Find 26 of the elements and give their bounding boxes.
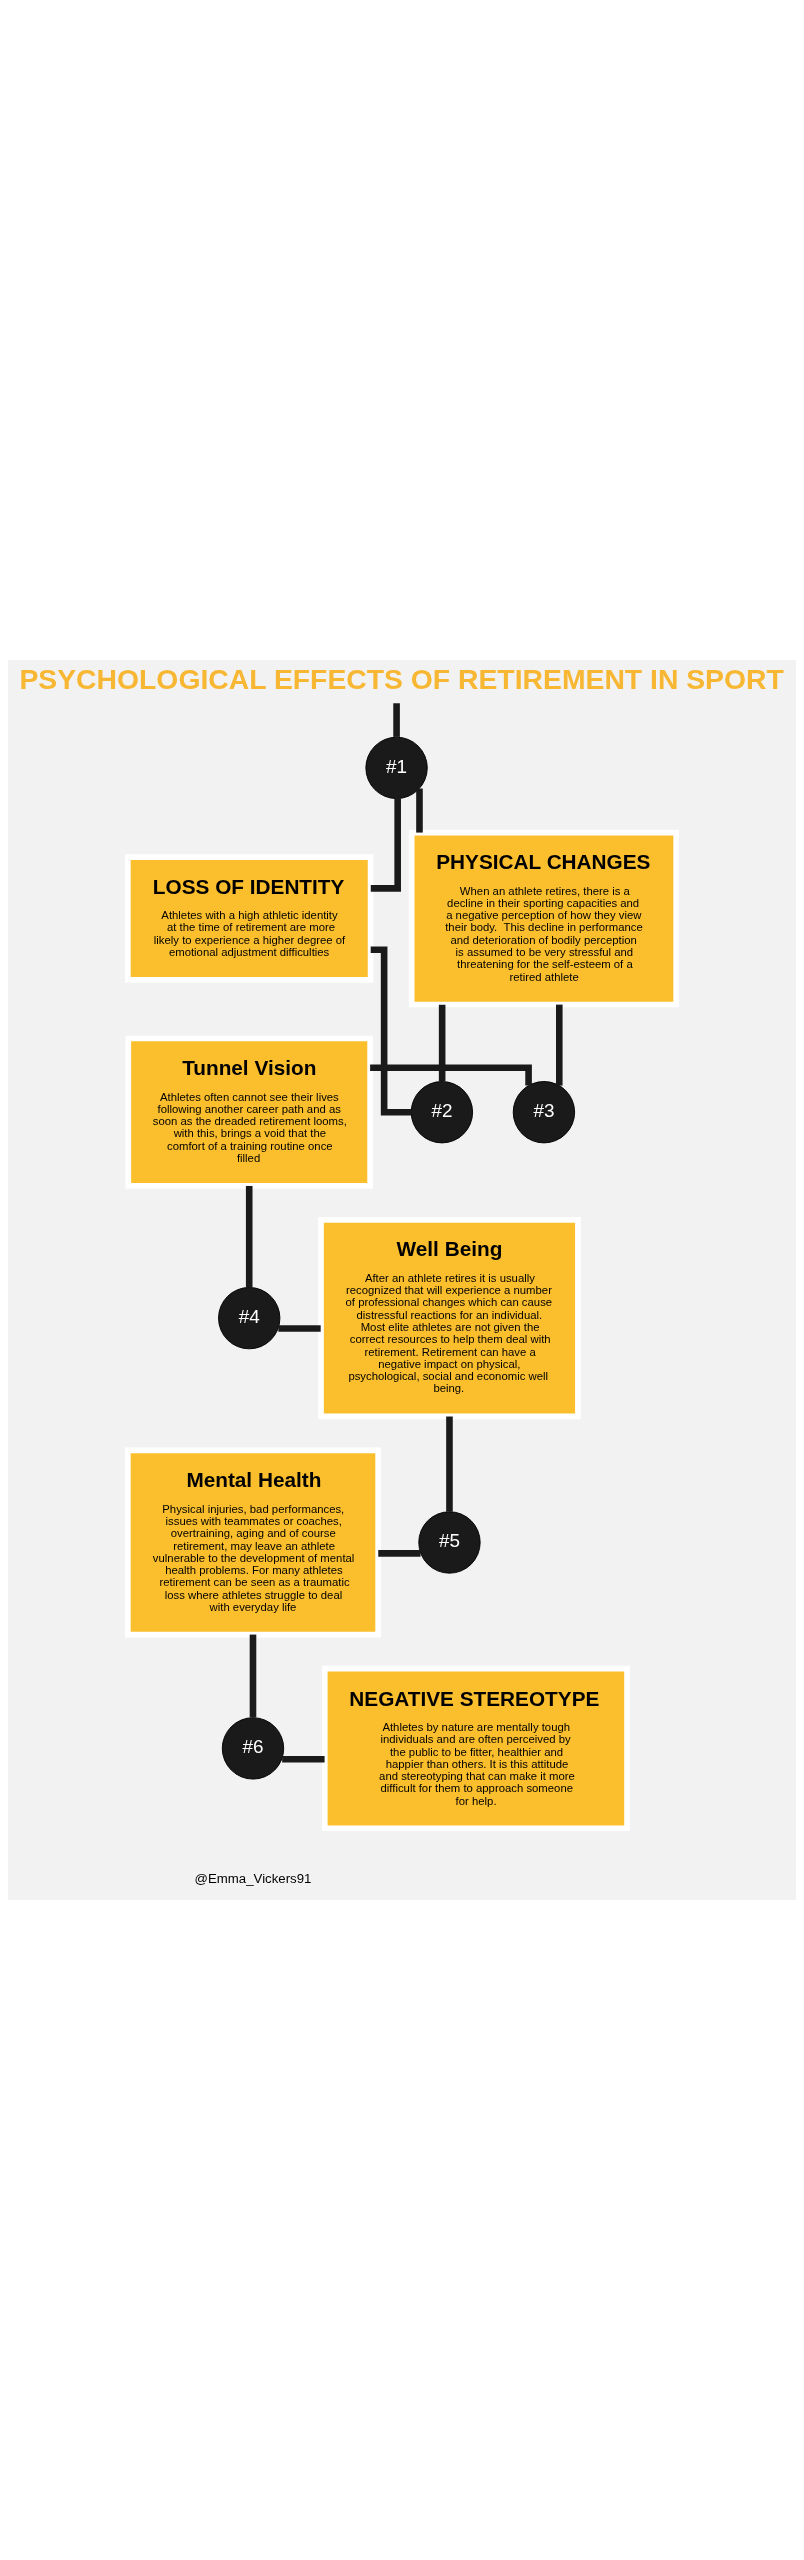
connector	[446, 1416, 453, 1512]
node-circle: #3	[512, 1081, 576, 1144]
node-box: LOSS OF IDENTITY Athletes with a high athletic identity at the time of retirement are more likely to experience a higher degree of emotional adjustment difficulties	[125, 854, 374, 983]
node-circle: #2	[410, 1081, 474, 1144]
connector	[370, 1064, 532, 1086]
node-circle: #4	[218, 1286, 281, 1350]
node-box: Well Being After an athlete retires it is usually recognized that will experience a number of professional changes which can cause distressful reactions for an individual. Most elite athletes are not given the correct resources to help them deal with retirement. Retirement can have a negative impact on physical, psychological, social and economic well being.	[318, 1217, 581, 1420]
connector	[249, 1634, 257, 1718]
connector	[378, 1550, 421, 1557]
node-circle: #5	[418, 1511, 481, 1574]
node-box: NEGATIVE STEREOTYPE Athletes by nature are mentally tough individuals and are often perceived by the public to be fitter, healthier and happier than others. It is this attitude and stereotyping that can make it more difficult for them to approach someone for help.	[321, 1665, 630, 1832]
node-circle: #1	[365, 736, 428, 800]
connector	[370, 946, 411, 1116]
node-box: PHYSICAL CHANGES When an athlete retires, there is a decline in their sporting capacities and a negative perception of how they view their body. This decline in performance and deterioration of bodily perception is assumed to be very stressful and threatening for the self-esteem of a retired athlete	[408, 829, 679, 1008]
node-box: Tunnel Vision Athletes often cannot see their lives following another career path and as soon as the dreaded retirement looms, with this, brings a void that the comfort of a training routine once filled	[125, 1035, 373, 1189]
diagram-title: PSYCHOLOGICAL EFFECTS OF RETIREMENT IN SPORT	[19, 663, 784, 696]
connector	[278, 1325, 321, 1332]
connector	[416, 788, 423, 833]
node-circle: #6	[221, 1717, 285, 1780]
node-box: Mental Health Physical injuries, bad performances, issues with teammates or coaches, overtraining, aging and of course retirement, may leave an athlete vulnerable to the development of mental health problems. For many athletes retirement can be seen as a traumatic loss where athletes struggle to deal with everyday life	[125, 1447, 381, 1638]
connector	[245, 1185, 253, 1288]
connector	[555, 1004, 563, 1086]
connector	[282, 1755, 325, 1763]
label: @Emma_Vickers91	[194, 1870, 312, 1886]
connector	[438, 1004, 446, 1082]
connector	[370, 798, 401, 892]
